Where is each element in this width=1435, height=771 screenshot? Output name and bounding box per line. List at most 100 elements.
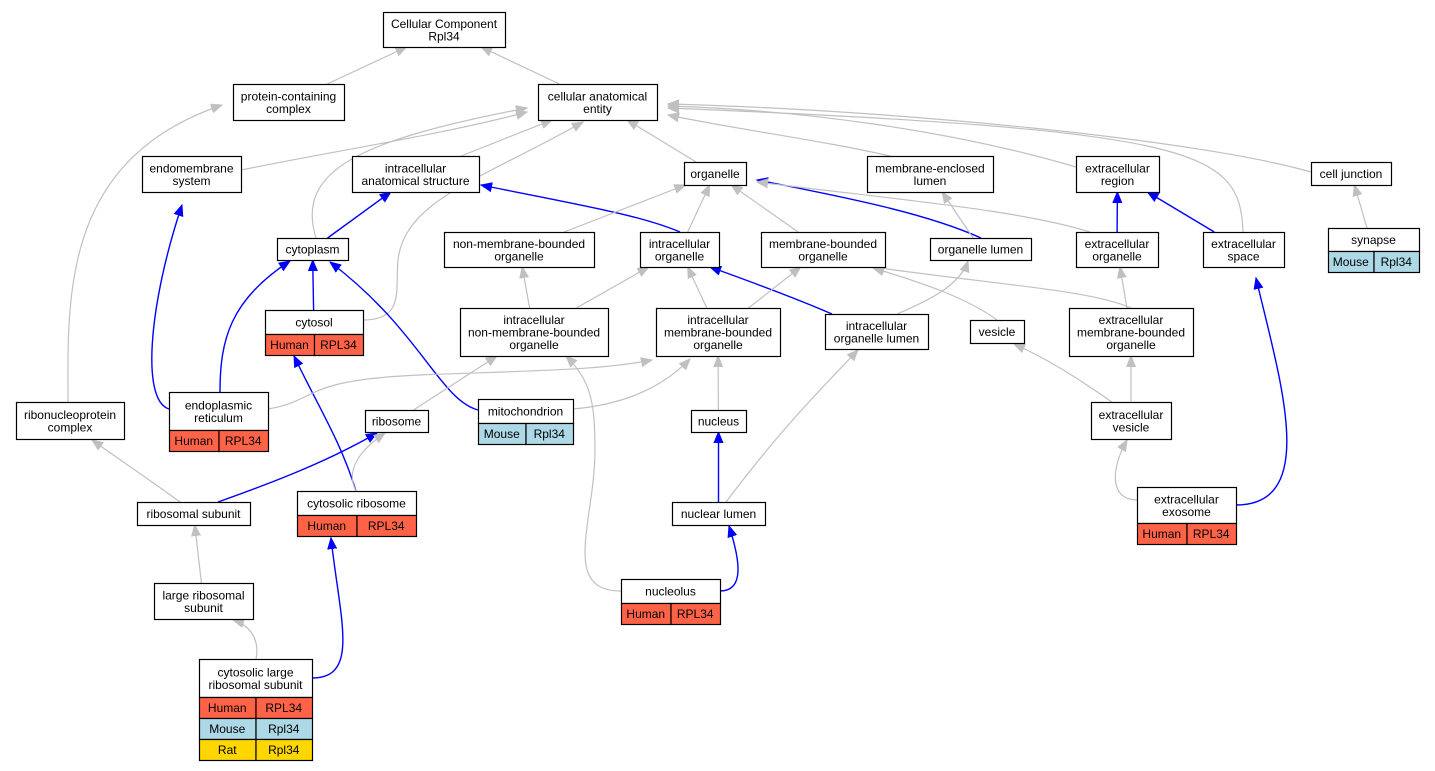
node-cell-junction[interactable]: cell junction: [1310, 161, 1393, 187]
node-label-line: organelle lumen: [834, 331, 919, 345]
node-box: [364, 409, 430, 434]
annotation-gene-label: RPL34: [1193, 527, 1230, 541]
annotation-gene-label: RPL34: [320, 338, 357, 352]
node-nuclear-lumen[interactable]: nuclear lumen: [671, 501, 767, 527]
node-box: [1075, 231, 1160, 269]
node-cytoplasm[interactable]: cytoplasm: [276, 237, 350, 262]
node-label-line: intracellular: [846, 319, 907, 333]
annotation-gene-label: RPL34: [677, 607, 714, 621]
node-box: [296, 490, 418, 517]
edge-vesicle-to-membrane-bounded-organelle: [873, 268, 998, 321]
annotation-species-label: Human: [174, 434, 213, 448]
edge-cytosol-to-cytoplasm: [313, 260, 314, 311]
node-label-line: reticulum: [194, 411, 243, 425]
node-box: [1310, 161, 1393, 187]
annotation-gene-label: Rpl34: [534, 427, 566, 441]
annotation-gene-cell: [525, 422, 575, 446]
node-label-line: region: [1101, 174, 1134, 188]
annotation-gene-cell: [313, 333, 365, 357]
node-label-line: complex: [266, 102, 311, 116]
node-organelle-lumen[interactable]: organelle lumen: [929, 237, 1033, 262]
node-organelle[interactable]: organelle: [683, 161, 748, 187]
annotation-species-label: Human: [626, 607, 665, 621]
node-label-line: organelle: [1092, 249, 1142, 263]
annotation-gene-cell: [218, 429, 270, 453]
annotation-gene-label: RPL34: [368, 519, 405, 533]
node-label-line: mitochondrion: [488, 405, 563, 419]
node-label-line: anatomical structure: [361, 174, 469, 188]
node-label-line: extracellular: [1211, 237, 1276, 251]
node-ribosomal-subunit[interactable]: ribosomal subunit: [136, 501, 252, 527]
annotation-gene-cell: [670, 602, 722, 626]
node-box: [824, 313, 930, 351]
node-label-line: endomembrane: [149, 161, 233, 175]
node-label-line: extracellular: [1085, 237, 1150, 251]
edge-intracellular-organelle-lumen-to-organelle-lumen: [896, 261, 968, 315]
node-box: [168, 391, 270, 432]
node-label-line: organelle lumen: [938, 243, 1023, 257]
node-label-line: extracellular: [1085, 161, 1150, 175]
node-box: [1202, 231, 1286, 269]
node-label-line: vesicle: [979, 325, 1016, 339]
node-nucleus[interactable]: nucleus: [690, 409, 748, 434]
annotation-gene-label: RPL34: [265, 701, 302, 715]
node-vesicle[interactable]: vesicle: [969, 319, 1026, 345]
annotation-gene-label: Rpl34: [268, 722, 300, 736]
node-label-line: complex: [48, 420, 93, 434]
edge-organelle-lumen-to-organelle: [757, 180, 982, 239]
node-label-line: intracellular: [649, 237, 710, 251]
annotation-gene-label: Rpl34: [1381, 255, 1413, 269]
edge-nuclear-lumen-to-intracellular-organelle-lumen: [725, 350, 858, 503]
node-label-line: nucleolus: [645, 585, 696, 599]
node-label-line: organelle: [1106, 338, 1156, 352]
edge-intracellular-membrane-bounded-organelle-to-membrane-bounded-organelle: [748, 267, 801, 309]
edge-extracellular-region-to-cellular-anatomical-entity: [668, 106, 1077, 168]
node-label-line: cellular anatomical: [548, 89, 647, 103]
node-label-line: cell junction: [1320, 167, 1383, 181]
node-box: [459, 307, 610, 358]
edge-extracellular-space-to-cellular-anatomical-entity: [668, 108, 1244, 233]
node-box: [232, 83, 346, 122]
node-ribosome[interactable]: ribosome: [364, 409, 430, 434]
node-label-line: Rpl34: [428, 29, 460, 43]
node-box: [141, 155, 243, 194]
edge-cytosol-to-cellular-anatomical-entity: [362, 122, 583, 321]
node-label-line: space: [1227, 249, 1259, 263]
node-box: [1075, 155, 1161, 194]
node-intracellular-non-membrane-bounded-organelle[interactable]: intracellularnon-membrane-boundedorganel…: [459, 307, 610, 358]
edge-extracellular-space-to-extracellular-region: [1148, 192, 1215, 233]
node-box: [969, 319, 1026, 345]
edge-cytosolic-ribosome-to-cytosol: [293, 356, 357, 492]
node-box: [671, 501, 767, 527]
node-label-line: membrane-enclosed: [875, 161, 984, 175]
node-label-line: ribonucleoprotein: [24, 408, 116, 422]
node-label-line: ribosome: [372, 415, 422, 429]
annotation-gene-label: Rpl34: [268, 743, 300, 757]
